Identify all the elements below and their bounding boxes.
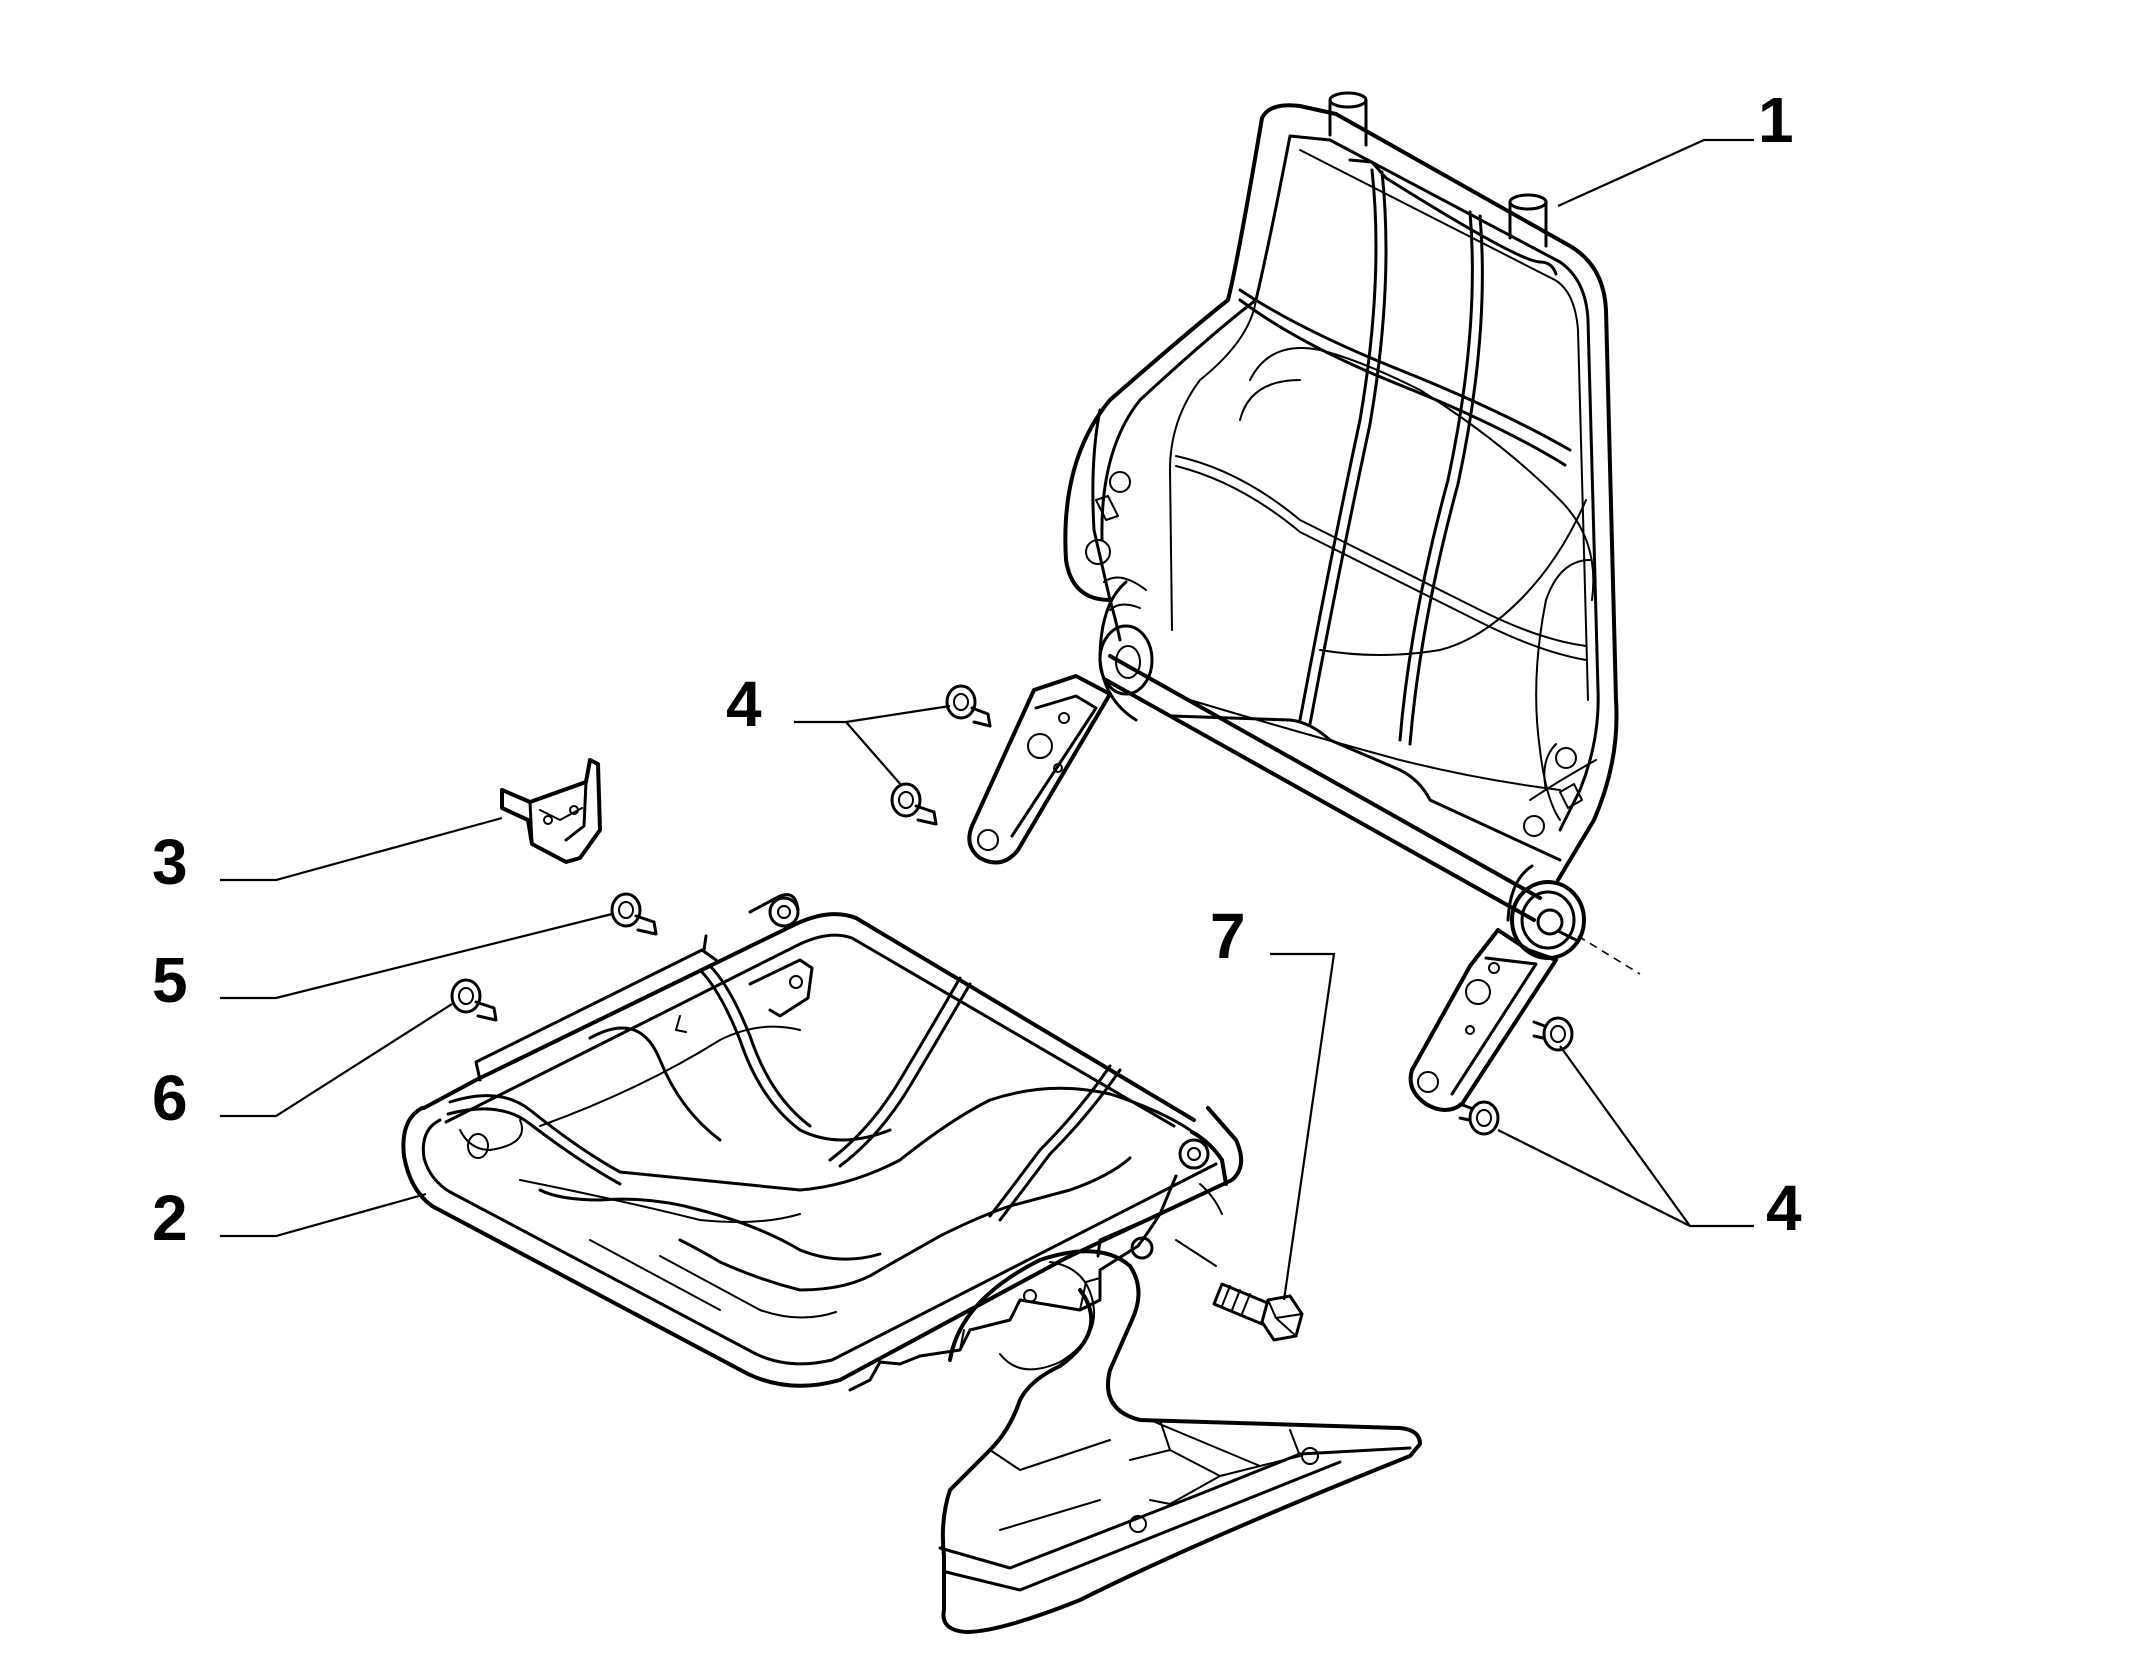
seat-back-frame [967,91,1641,1112]
leader-4a [794,704,951,787]
leader-3 [220,816,503,882]
rear-mount-plate [675,958,814,1033]
headrest-guide-left [1328,91,1368,147]
callout-6: 6 [152,1062,188,1134]
callout-5: 5 [152,944,188,1016]
leader-lines [220,138,1754,1301]
leader-4b [1497,1045,1754,1228]
leader-6 [220,1003,453,1118]
screw-4a-lower [890,782,938,826]
callout-4-upper: 4 [726,668,762,740]
leader-7 [1270,952,1336,1301]
right-side-rail [848,1130,1228,1392]
leader-1 [1557,138,1754,208]
screw-4a-upper [945,684,992,728]
pivot-axis [1577,935,1641,975]
callout-2: 2 [152,1182,188,1254]
callout-7: 7 [1210,900,1246,972]
screw-4b-lower [1458,1100,1500,1136]
bracket-part [500,758,602,864]
callout-3: 3 [152,826,188,898]
callout-4-lower: 4 [1766,1172,1802,1244]
screw-4b-upper [1532,1016,1574,1052]
side-trim-cover [938,1249,1422,1634]
right-hinge-bracket [1408,743,1586,1112]
screw-5 [610,892,658,936]
bolt-part [1175,1239,1304,1342]
screw-6 [450,978,498,1022]
leader-2 [220,1192,427,1238]
seat-cushion-frame [401,893,1244,1392]
callout-labels: 1 2 3 4 4 5 6 7 [152,84,1802,1254]
left-hinge-bracket [967,408,1154,865]
leader-5 [220,912,613,1000]
callout-1: 1 [1758,84,1794,156]
headrest-guide-right [1508,193,1548,248]
